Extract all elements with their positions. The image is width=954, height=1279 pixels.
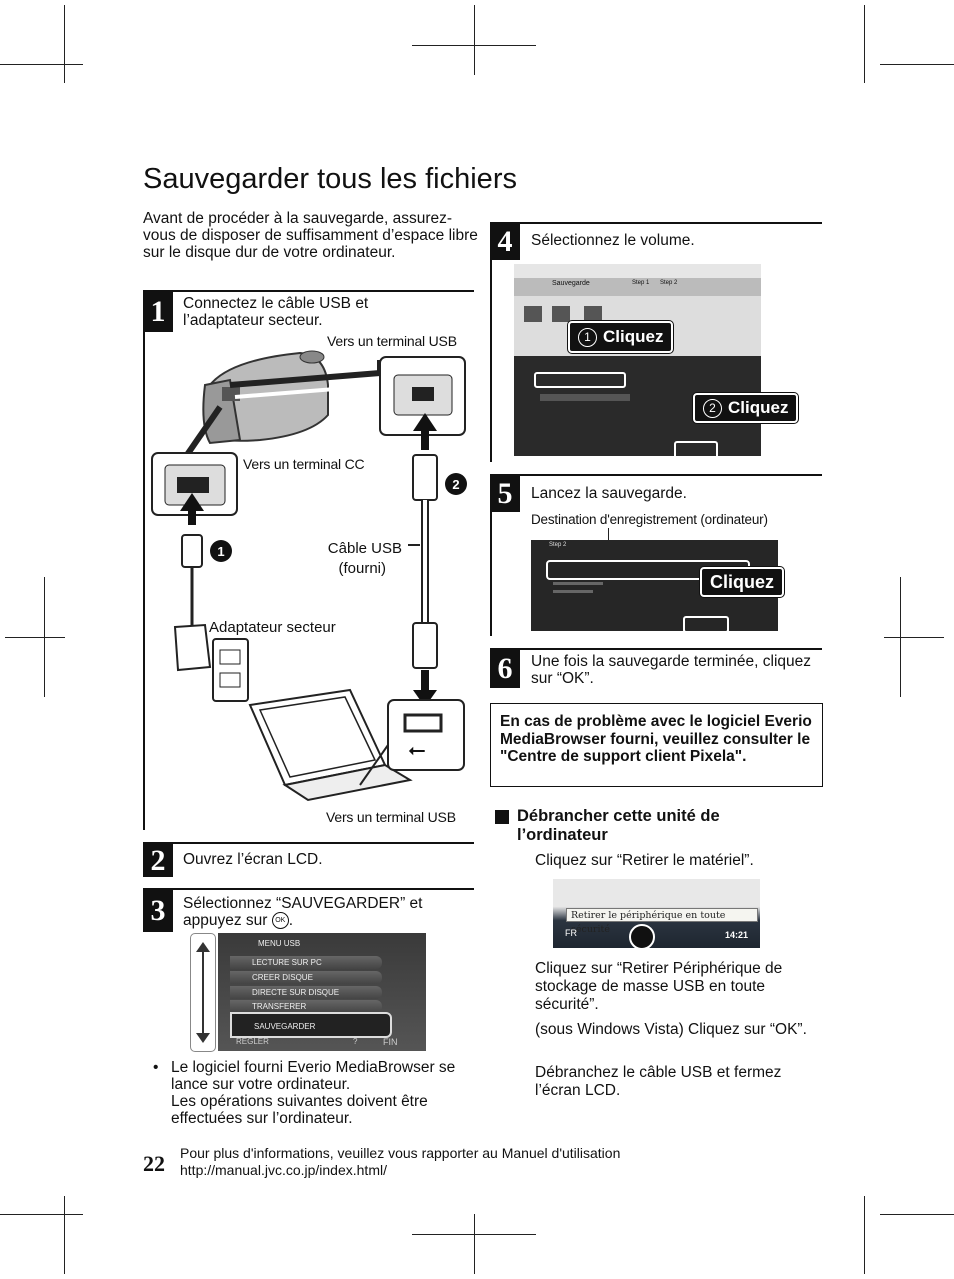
- usb-terminal-label-bottom: Vers un terminal USB: [326, 809, 456, 825]
- step6-text: Une fois la sauvegarde terminée, cliquez…: [531, 653, 812, 687]
- safe-remove-tooltip: Retirer le périphérique en toute sécurit…: [566, 908, 758, 935]
- support-notice: En cas de problème avec le logiciel Ever…: [490, 703, 823, 787]
- intro-text: Avant de procéder à la sauvegarde, assur…: [143, 210, 478, 261]
- menu-item-playback-pc[interactable]: LECTURE SUR PC: [230, 956, 382, 969]
- scroll-arrows-icon: [190, 933, 216, 1052]
- page-title: Sauvegarder tous les fichiers: [143, 163, 517, 195]
- step3-text: Sélectionnez “SAUVEGARDER” et appuyez su…: [183, 895, 423, 930]
- camcorder-image: [202, 350, 329, 445]
- taskbar-screenshot: Retirer le périphérique en toute sécurit…: [553, 879, 760, 950]
- step5-callout: Cliquez: [700, 567, 785, 597]
- disconnect-instr2: Cliquez sur “Retirer Périphérique de sto…: [535, 960, 783, 1013]
- step5-text: Lancez la sauvegarde.: [531, 485, 687, 502]
- footer-line1: Pour plus d'informations, veuillez vous …: [180, 1145, 621, 1161]
- section-square-icon: [495, 810, 509, 824]
- cc-terminal-label: Vers un terminal CC: [243, 456, 365, 472]
- menu-item-transfer[interactable]: TRANSFERER: [230, 1000, 382, 1013]
- ok-button-icon: OK: [271, 912, 289, 930]
- usb-terminal-label-top: Vers un terminal USB: [327, 333, 457, 349]
- step1-badge-1: 1: [210, 540, 232, 562]
- menu-end-button[interactable]: FIN: [383, 1037, 398, 1047]
- bullet-line2: Les opérations suivantes doivent être ef…: [171, 1093, 428, 1127]
- connection-illustration: ⭠: [151, 350, 466, 802]
- step1-number: 1: [143, 292, 173, 332]
- destination-label: Destination d'enregistrement (ordinateur…: [531, 512, 768, 527]
- usb-menu-screen: MENU USB LECTURE SUR PC CREER DISQUE DIR…: [218, 933, 426, 1051]
- safe-remove-icon[interactable]: [629, 924, 655, 950]
- bullet-mark: •: [153, 1059, 159, 1076]
- footer-link[interactable]: http://manual.jvc.co.jp/index.html/: [180, 1162, 387, 1178]
- disconnect-instr1: Cliquez sur “Retirer le matériel”.: [535, 852, 754, 869]
- disconnect-heading: Débrancher cette unité de l’ordinateur: [517, 807, 720, 844]
- disconnect-instr4: Débranchez le câble USB et fermez l’écra…: [535, 1064, 782, 1099]
- step5-number: 5: [490, 476, 520, 512]
- page-number: 22: [143, 1151, 165, 1176]
- adapter-label: Adaptateur secteur: [209, 619, 336, 636]
- step1-badge-2: 2: [445, 473, 467, 495]
- step1-text: Connectez le câble USB et l’adaptateur s…: [183, 295, 369, 329]
- menu-item-backup[interactable]: SAUVEGARDER: [230, 1012, 392, 1038]
- menu-help-button[interactable]: ?: [353, 1037, 358, 1046]
- step3-number: 3: [143, 890, 173, 932]
- step4-text: Sélectionnez le volume.: [531, 232, 695, 249]
- bullet-line1: Le logiciel fourni Everio MediaBrowser s…: [171, 1059, 456, 1093]
- step2-text: Ouvrez l’écran LCD.: [183, 851, 323, 868]
- taskbar-lang: FR: [565, 928, 577, 938]
- menu-header: MENU USB: [258, 939, 301, 948]
- step4-number: 4: [490, 224, 520, 260]
- usb-cable-sub-label: (fourni): [338, 560, 386, 577]
- step6-number: 6: [490, 650, 520, 688]
- svg-text:⭠: ⭠: [408, 738, 426, 763]
- step2-number: 2: [143, 844, 173, 877]
- menu-item-direct-disc[interactable]: DIRECTE SUR DISQUE: [230, 986, 382, 999]
- menu-set-button[interactable]: REGLER: [236, 1037, 269, 1046]
- menu-item-create-disc[interactable]: CREER DISQUE: [230, 971, 382, 984]
- disconnect-instr3: (sous Windows Vista) Cliquez sur “OK”.: [535, 1021, 807, 1038]
- taskbar-clock: 14:21: [725, 930, 749, 940]
- usb-cable-label: Câble USB: [327, 540, 402, 557]
- volume-select-screenshot: Sauvegarde Step 1 Step 2: [514, 264, 761, 456]
